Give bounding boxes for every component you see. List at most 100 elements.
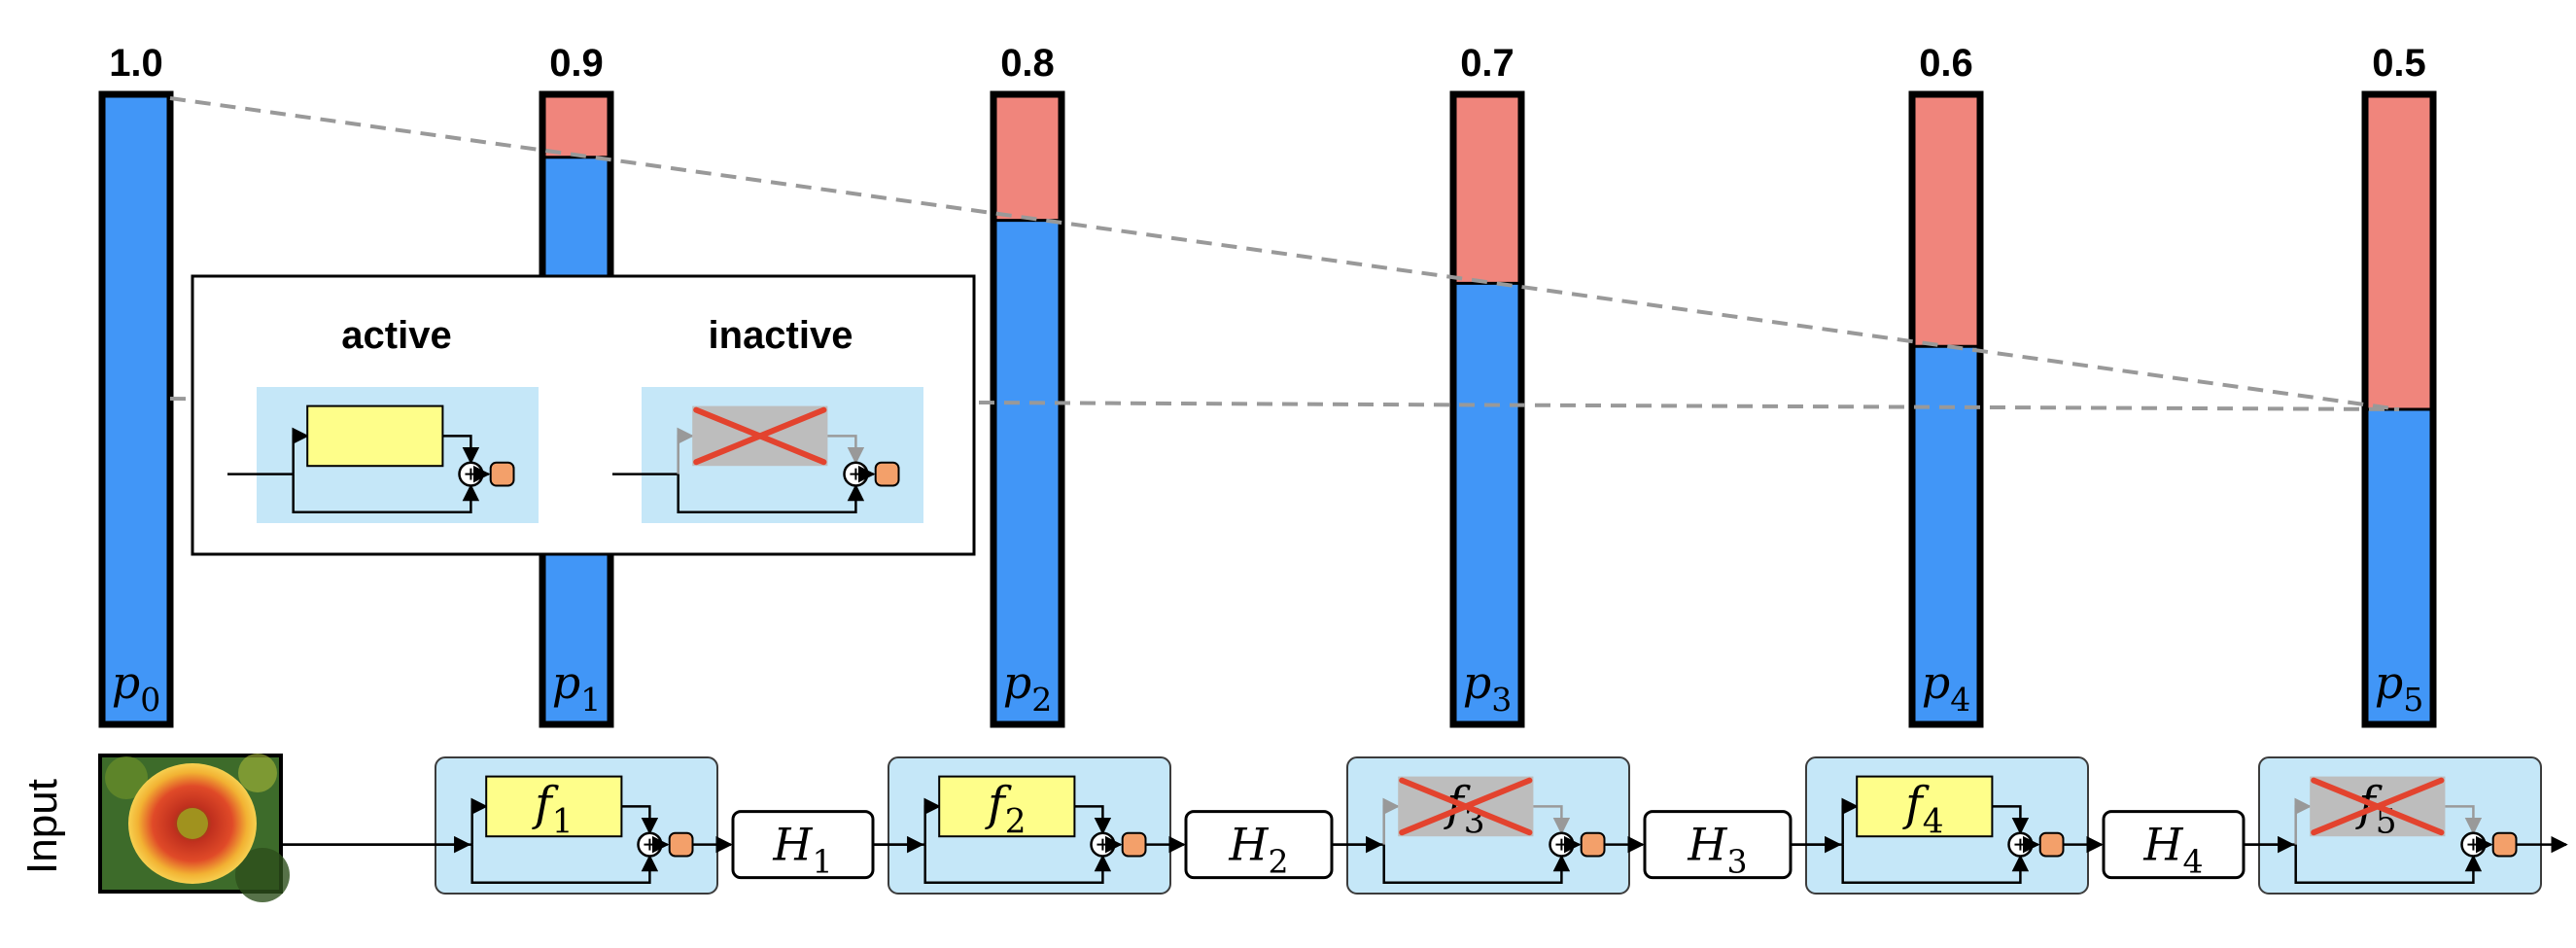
survival-bar-2: 0.8p2 [990, 42, 1065, 728]
skip-connection [923, 844, 1112, 885]
skip-connection [677, 474, 865, 514]
transition-label: H4 [2142, 819, 2203, 881]
disabled-cross-icon [2311, 777, 2445, 836]
bar-keep-segment [1912, 346, 1980, 724]
activation-node-icon [2038, 831, 2065, 858]
branch-arrow [292, 427, 309, 474]
bar-frame [1908, 90, 1984, 728]
bar-drop-segment [2365, 94, 2433, 409]
probability-symbol-base: p [552, 656, 580, 709]
transition-label-base: H [1687, 819, 1727, 871]
legend-box: active inactive [191, 274, 976, 556]
probability-symbol-base: p [2375, 656, 2403, 709]
decay-lines [169, 96, 2400, 411]
residual-function-box [1856, 775, 1994, 838]
residual-block-inactive [612, 387, 923, 523]
skip-connection [470, 844, 659, 885]
transition-label-base: H [2142, 819, 2183, 871]
transition-label: H1 [772, 819, 832, 881]
function-output-arrow [442, 435, 480, 465]
transition-label-sub: 3 [1727, 842, 1748, 880]
skip-connection [2294, 844, 2483, 885]
probability-symbol: p1 [552, 656, 602, 719]
probability-symbol-sub: 0 [140, 681, 160, 719]
residual-block-active: f2 [873, 756, 1171, 895]
bar-drop-segment [993, 94, 1062, 221]
function-output-arrow [621, 805, 659, 835]
survival-value-label: 0.9 [549, 42, 604, 85]
activation-node-icon [1580, 831, 1606, 858]
survival-value-label: 0.7 [1460, 42, 1514, 85]
branch-arrow [677, 427, 694, 474]
bar-keep-segment [102, 94, 170, 724]
probability-symbol-sub: 4 [1950, 681, 1970, 719]
probability-symbol-base: p [112, 656, 140, 709]
activation-node-icon [2491, 831, 2518, 858]
residual-block-active [227, 387, 539, 523]
activation-node-icon [668, 831, 694, 858]
decay-line-floor [169, 397, 2400, 411]
bar-drop-segment [1912, 94, 1980, 347]
transition-label-sub: 2 [1269, 842, 1289, 880]
transition-label-sub: 1 [813, 842, 833, 880]
function-output-arrow [827, 435, 865, 465]
skip-connection [292, 474, 480, 514]
transition-label-sub: 4 [2183, 842, 2204, 880]
input-image [98, 754, 290, 902]
function-output-arrow [2445, 805, 2483, 835]
survival-value-label: 1.0 [109, 42, 163, 85]
probability-symbol-base: p [1003, 656, 1031, 709]
bar-frame [2361, 90, 2437, 728]
decay-line-sloped [169, 96, 2400, 411]
legend-inactive-label: inactive [709, 314, 853, 357]
survival-value-label: 0.6 [1919, 42, 1973, 85]
survival-bar-4: 0.6 p4 [1908, 42, 1984, 728]
residual-function-label-sub: 1 [552, 802, 574, 841]
survival-bar-5: 0.5 p5 [2361, 42, 2437, 728]
residual-function-label-sub: 2 [1005, 802, 1027, 841]
transition-label: H3 [1687, 819, 1747, 881]
bar-frame [990, 90, 1065, 728]
transition-label-base: H [772, 819, 813, 871]
skip-connection [1841, 844, 2030, 885]
function-output-arrow [1533, 805, 1571, 835]
probability-symbol-sub: 5 [2403, 681, 2423, 719]
residual-function-label: f4 [1902, 778, 1943, 841]
probability-symbol-sub: 2 [1031, 681, 1052, 719]
activation-node-icon [874, 461, 900, 487]
bar-keep-segment [2365, 409, 2433, 724]
bar-keep-segment [1453, 283, 1521, 724]
residual-function-label-sub: 4 [1923, 802, 1944, 841]
residual-block-inactive: f3 [1332, 756, 1630, 895]
survival-bar-0: 1.0 p0 [98, 42, 174, 728]
survival-value-label: 0.5 [2372, 42, 2426, 85]
probability-symbol-base: p [1922, 656, 1950, 709]
probability-symbol: p2 [1003, 656, 1053, 719]
network-pipeline: Input f1H1f2H2f3H3f4H4f5 [18, 754, 2568, 902]
disabled-cross-icon [1399, 777, 1533, 836]
residual-function-box [306, 404, 444, 468]
bar-keep-segment [993, 220, 1062, 725]
residual-block-inactive: f5 [2244, 756, 2542, 895]
function-output-arrow [1992, 805, 2030, 835]
function-output-arrow [1074, 805, 1112, 835]
residual-block-active: f1 [281, 756, 718, 895]
branch-arrow [1841, 797, 1859, 845]
transition-label-base: H [1228, 819, 1269, 871]
branch-arrow [470, 797, 488, 845]
branch-arrow [923, 797, 941, 845]
probability-symbol: p3 [1463, 656, 1513, 719]
probability-symbol: p0 [112, 656, 161, 719]
probability-symbol: p4 [1922, 656, 1971, 719]
legend-active-label: active [341, 314, 451, 357]
skip-connection [1382, 844, 1571, 885]
bar-frame [1449, 90, 1525, 728]
input-label: Input [18, 779, 66, 874]
residual-block-active: f4 [1791, 756, 2089, 895]
branch-arrow [1382, 797, 1400, 845]
activation-node-icon [1121, 831, 1147, 858]
probability-symbol-sub: 3 [1491, 681, 1512, 719]
bar-drop-segment [1453, 94, 1521, 284]
